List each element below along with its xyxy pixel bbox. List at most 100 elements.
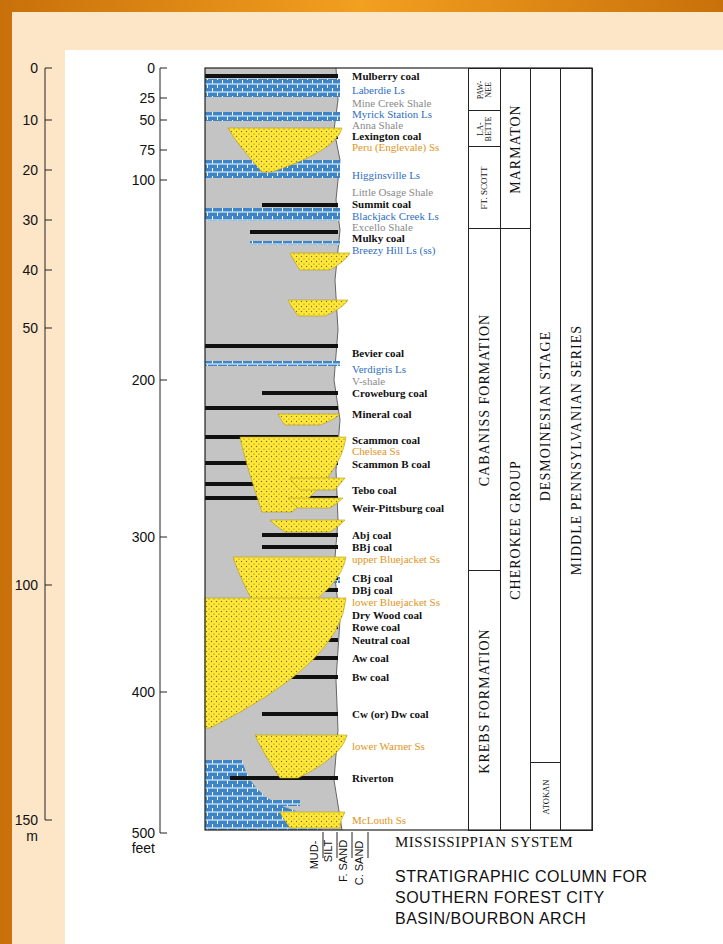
unit-name: CHEROKEE GROUP xyxy=(508,233,523,827)
depth-scale-label: 75 xyxy=(139,142,155,158)
unit-label: Breezy Hill Ls (ss) xyxy=(352,244,435,257)
unit-label: McLouth Ss xyxy=(352,814,406,827)
unit-label: Aw coal xyxy=(352,652,389,665)
figure-title: STRATIGRAPHIC COLUMN FOR SOUTHERN FOREST… xyxy=(395,866,700,929)
axis-tick xyxy=(45,170,52,171)
stratigraphic-unit-band: ATOKAN xyxy=(530,762,561,831)
depth-scale-label: 100 xyxy=(15,577,38,593)
unit-name: DESMOINESIAN STAGE xyxy=(538,73,553,759)
unit-name: MIDDLE PENNSYLVANIAN SERIES xyxy=(569,73,584,827)
sandstone-body xyxy=(290,253,350,270)
axis-tick xyxy=(45,820,52,821)
unit-label: Chelsea Ss xyxy=(352,445,400,458)
meter-axis xyxy=(45,68,46,820)
limestone-bed xyxy=(205,112,340,121)
depth-scale-label: 25 xyxy=(139,90,155,106)
axis-tick xyxy=(45,68,52,69)
unit-label: lower Warner Ss xyxy=(352,740,425,753)
unit-name: FT. SCOTT xyxy=(480,151,489,225)
unit-label: Neutral coal xyxy=(352,634,410,647)
limestone-bed xyxy=(205,79,340,97)
unit-label: Mineral coal xyxy=(352,408,412,421)
sandstone-body xyxy=(290,478,345,490)
grain-size-tick xyxy=(368,832,369,858)
depth-scale-label: 50 xyxy=(139,112,155,128)
unit-name: LA- BETTE xyxy=(476,115,493,143)
unit-label: Rowe coal xyxy=(352,621,400,634)
axis-tick xyxy=(160,98,167,99)
unit-label: Laberdie Ls xyxy=(352,84,405,97)
axis-tick xyxy=(160,68,167,69)
panel xyxy=(12,12,723,944)
unit-label: Weir-Pittsburg coal xyxy=(352,502,444,515)
depth-scale-label: 500 xyxy=(132,825,155,841)
coal-bed xyxy=(262,545,338,549)
unit-label: Mulky coal xyxy=(352,232,405,245)
unit-label: Scammon B coal xyxy=(352,458,430,471)
unit-label: upper Bluejacket Ss xyxy=(352,553,440,566)
coal-bed xyxy=(250,230,338,234)
unit-label: V-shale xyxy=(352,375,385,388)
axis-tick xyxy=(160,120,167,121)
unit-name: CABANISS FORMATION xyxy=(477,233,492,567)
stratigraphic-unit-band: LA- BETTE xyxy=(468,110,501,147)
unit-label: Bw coal xyxy=(352,671,389,684)
depth-scale-label: 150 xyxy=(15,812,38,828)
sandstone-body xyxy=(255,735,347,778)
sandstone-body xyxy=(228,128,342,172)
unit-label: Higginsville Ls xyxy=(352,169,420,182)
stratigraphic-unit-band: CABANISS FORMATION xyxy=(468,228,501,571)
sandstone-body xyxy=(288,498,343,508)
depth-scale-label: 30 xyxy=(22,212,38,228)
depth-scale-label: 0 xyxy=(30,60,38,76)
sandstone-body xyxy=(278,414,340,425)
axis-tick xyxy=(160,833,167,834)
coal-bed xyxy=(262,203,338,207)
unit-label: Abj coal xyxy=(352,529,391,542)
unit-name: KREBS FORMATION xyxy=(477,575,492,827)
depth-scale-label: 400 xyxy=(132,684,155,700)
sandstone-body xyxy=(288,300,348,316)
depth-scale-label: m xyxy=(26,828,38,844)
sandstone-body xyxy=(240,437,346,512)
coal-bed xyxy=(262,712,338,716)
axis-tick xyxy=(45,585,52,586)
unit-label: Mulberry coal xyxy=(352,70,420,83)
grain-size-tick xyxy=(352,832,353,858)
unit-name: MARMATON xyxy=(508,73,523,225)
sandstone-body xyxy=(270,520,345,532)
depth-scale-label: 100 xyxy=(132,172,155,188)
unit-label: Cw (or) Dw coal xyxy=(352,708,429,721)
limestone-bed xyxy=(205,361,340,366)
coal-bed xyxy=(262,533,338,537)
unit-label: Little Osage Shale xyxy=(352,186,433,199)
depth-scale-label: 300 xyxy=(132,529,155,545)
unit-label: Summit coal xyxy=(352,198,411,211)
unit-name: PAW- NEE xyxy=(476,77,493,103)
unit-label: Dry Wood coal xyxy=(352,609,422,622)
grain-size-label: MUD- xyxy=(308,840,320,869)
limestone-bed xyxy=(250,241,340,245)
column-outline xyxy=(205,68,592,830)
unit-label: DBj coal xyxy=(352,584,393,597)
coal-bed xyxy=(205,74,338,78)
grain-size-label: F. SAND xyxy=(337,840,349,882)
sandstone-body xyxy=(280,812,345,828)
axis-tick xyxy=(160,180,167,181)
stratigraphic-unit-band: MIDDLE PENNSYLVANIAN SERIES xyxy=(560,68,593,831)
limestone-bed xyxy=(205,208,340,221)
stratigraphic-unit-band: CHEROKEE GROUP xyxy=(500,228,531,831)
grain-size-label: C. SAND xyxy=(353,840,365,885)
unit-label: BBj coal xyxy=(352,541,392,554)
coal-bed xyxy=(205,344,338,348)
axis-tick xyxy=(160,537,167,538)
stratigraphic-unit-band: PAW- NEE xyxy=(468,68,501,111)
unit-label: Peru (Englevale) Ss xyxy=(352,141,439,154)
unit-label: Verdigris Ls xyxy=(352,363,406,376)
stratigraphic-unit-band: KREBS FORMATION xyxy=(468,570,501,831)
axis-tick xyxy=(160,150,167,151)
sandstone-body xyxy=(205,598,346,728)
axis-tick xyxy=(160,380,167,381)
depth-scale-label: 10 xyxy=(22,112,38,128)
